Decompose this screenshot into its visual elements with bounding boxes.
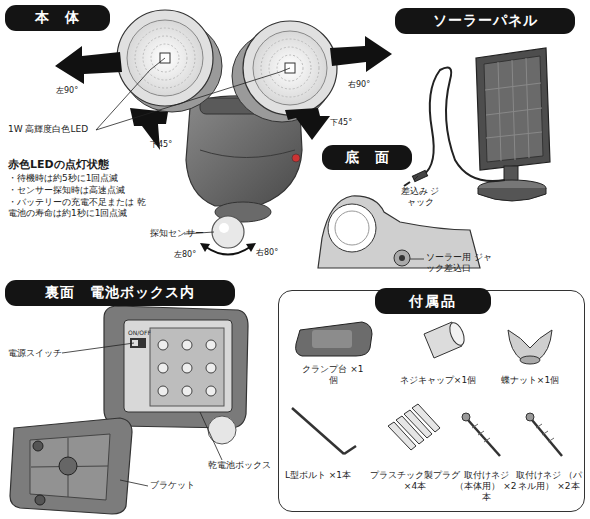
part-label: 取付けネジ （パネル用） ×2本 [515, 470, 583, 492]
mounting-screw [462, 413, 562, 456]
part-label: プラスチック製プラグ ×4本 [370, 470, 460, 492]
part-label: 下45° [330, 118, 370, 128]
part-label: ブラケット [150, 480, 210, 491]
plastic-plug [388, 404, 440, 450]
lamp-head [117, 10, 222, 112]
section-heading: 付属品 [375, 288, 491, 314]
part-label: ソーラー用 ジャック差込口 [426, 252, 500, 274]
leader-line [62, 58, 424, 486]
swivel-arrow [200, 243, 256, 255]
section-tab: ソーラーパネル [395, 8, 575, 34]
part-label: 右80° [256, 248, 296, 258]
section-heading: 本 体 [35, 9, 80, 27]
part-label: 赤色LEDの点灯状態 [8, 158, 158, 171]
part-label: クランプ台 ×1個 [298, 364, 368, 386]
part-label: 左90° [56, 86, 96, 96]
section-tab: 底 面 [322, 145, 412, 170]
part-label: 1W 高輝度白色LED [8, 124, 118, 135]
part-label: 探知センサー [150, 228, 220, 239]
part-label: ・待機時は約5秒に1回点滅 [8, 173, 178, 184]
section-tab: 本 体 [5, 5, 110, 31]
bracket [10, 418, 132, 514]
part-label: 取付けネジ （本体用） ×2本 [455, 470, 517, 503]
screw-cap [424, 321, 467, 358]
part-label: ON/OFF [128, 329, 158, 336]
part-label: 下45° [150, 140, 190, 150]
rotation-arrow [55, 36, 392, 150]
solar-panel [404, 48, 550, 201]
part-label: L型ボルト ×1本 [283, 470, 353, 481]
part-label: 左80° [174, 250, 214, 260]
part-label: 右90° [348, 80, 388, 90]
l-bolt [292, 408, 356, 454]
section-tab: 裏面 電池ボックス内 [5, 280, 235, 306]
section-heading: 底 面 [345, 149, 390, 167]
part-label: 差込み ジャック [398, 186, 442, 208]
part-label: 蝶ナット×1個 [490, 375, 570, 386]
part-label: 電源スイッチ [8, 348, 78, 359]
clamp-base [296, 322, 372, 356]
part-label: ・センサー探知時は高速点滅 [8, 185, 178, 196]
section-heading: 裏面 電池ボックス内 [45, 284, 195, 302]
part-label: ネジキャップ×1個 [398, 375, 478, 386]
part-label: ・バッテリーの充電不足または 乾電池の寿命は約1秒に1回点滅 [8, 197, 150, 219]
wing-nut [508, 330, 552, 364]
lamp-head [232, 21, 337, 122]
part-label: 乾電池ボックス [208, 460, 288, 471]
section-heading: ソーラーパネル [433, 12, 538, 30]
